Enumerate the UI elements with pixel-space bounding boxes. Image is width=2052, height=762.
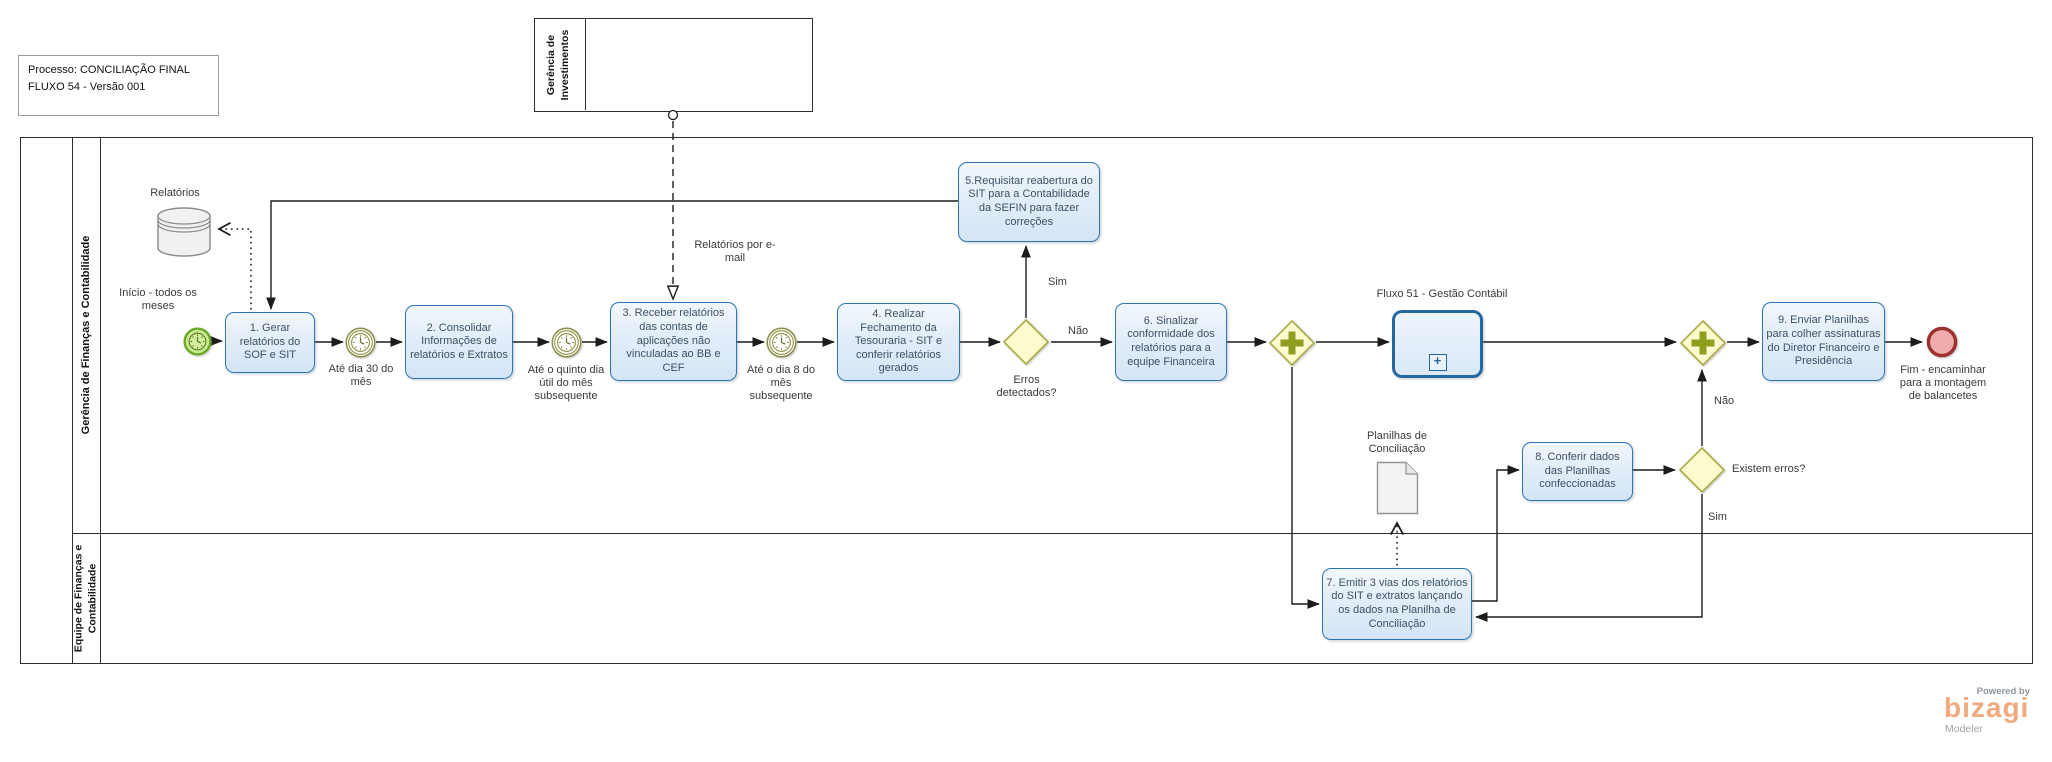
flow-g3-t7-sim[interactable] [1475,494,1703,622]
process-version: FLUXO 54 - Versão 001 [28,80,146,93]
process-info-box: Processo: CONCILIAÇÃO FINAL FLUXO 54 - V… [18,55,219,116]
flow-label-nao-1: Não [1068,325,1089,337]
document-label: Planilhas de Conciliação [1367,430,1427,455]
exclusive-gateway-erros-detectados[interactable] [1002,318,1050,366]
datastore-relatorios[interactable] [155,206,213,258]
exclusive-gateway-existem-erros[interactable] [1678,446,1726,494]
subprocess-plus-icon[interactable]: + [1428,354,1447,371]
subprocess-label: Fluxo 51 - Gestão Contábil [1376,288,1508,300]
end-event-label: Fim - encaminhar para a montagem de bala… [1899,364,1987,402]
pool-main-header-divider [72,137,73,664]
parallel-gateway-1[interactable] [1268,319,1316,367]
task-5-requisitar-reabertura[interactable]: 5.Requisitar reabertura do SIT para a Co… [958,162,1100,242]
task-4-realizar-fechamento[interactable]: 4. Realizar Fechamento da Tesouraria - S… [837,303,960,381]
timer-event-1[interactable] [345,327,376,358]
task-1-gerar-relatorios[interactable]: 1. Gerar relatórios do SOF e SIT [225,312,315,373]
message-flow-origin [667,109,679,121]
end-event[interactable] [1925,325,1959,359]
flow-label-sim-2: Sim [1708,511,1727,523]
flow-label-sim-1: Sim [1048,276,1067,288]
message-flow-label: Relatórios por e-mail [694,239,776,264]
task-9-enviar-planilhas[interactable]: 9. Enviar Planilhas para colher assinatu… [1762,302,1885,381]
flow-t5-t1-loop[interactable] [266,200,958,310]
pool-main[interactable] [20,137,2033,664]
gateway-3-label: Existem erros? [1732,463,1806,475]
task-6-sinalizar-conformidade[interactable]: 6. Sinalizar conformidade dos relatórios… [1115,303,1227,381]
lane-divider [72,533,2033,534]
timer-2-label: Até o quinto dia útil do mês subsequente [527,364,605,402]
task-7-emitir-vias[interactable]: 7. Emitir 3 vias dos relatórios do SIT e… [1322,568,1472,640]
task-8-conferir-dados[interactable]: 8. Conferir dados das Planilhas confecci… [1522,442,1633,501]
timer-event-2[interactable] [551,327,582,358]
task-3-receber-relatorios[interactable]: 3. Receber relatórios das contas de apli… [610,302,737,381]
timer-3-label: Até o dia 8 do mês subsequente [747,364,815,402]
powered-by-text: Powered by [1976,686,2030,697]
task-2-consolidar[interactable]: 2. Consolidar Informações de relatórios … [405,305,513,379]
association-t1-datastore[interactable] [217,221,252,310]
lane-label-divider [100,137,101,664]
start-event-label: Início - todos os meses [119,287,197,312]
flow-pg1-t7[interactable] [1291,367,1320,609]
timer-event-3[interactable] [766,327,797,358]
flow-t7-t8[interactable] [1472,465,1520,602]
parallel-gateway-2[interactable] [1679,319,1727,367]
process-title: Processo: CONCILIAÇÃO FINAL [28,64,190,76]
subprocess-fluxo-51[interactable]: + [1392,310,1483,378]
gateway-1-label: Erros detectados? [996,374,1057,399]
flow-label-nao-2: Não [1714,395,1735,407]
datastore-label: Relatórios [150,187,200,199]
bizagi-modeler-text: Modeler [1945,723,1983,735]
start-timer-event[interactable] [183,327,212,356]
pool-invest-divider [585,19,586,110]
document-planilhas[interactable] [1376,461,1419,515]
bizagi-logo: bizagi [1944,692,2030,723]
timer-1-label: Até dia 30 do mês [328,363,394,388]
